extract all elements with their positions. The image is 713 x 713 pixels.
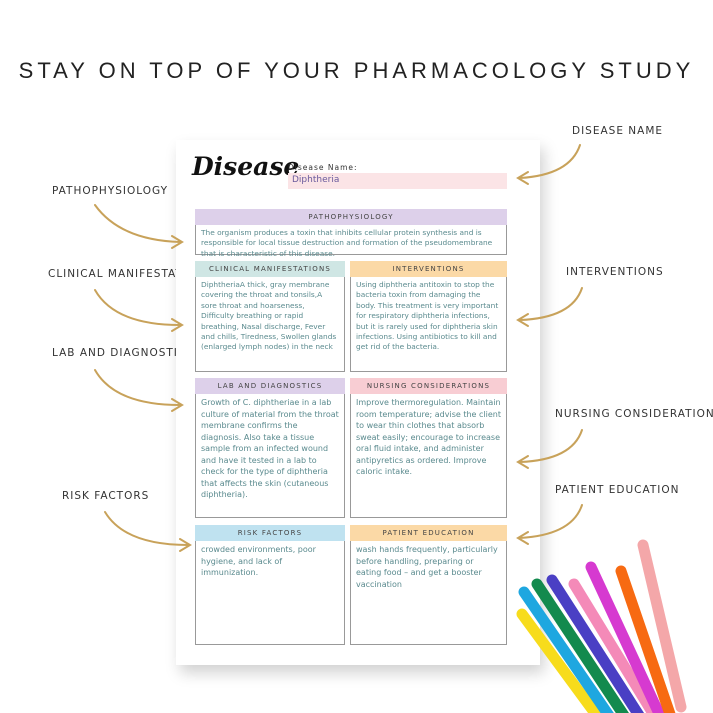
clinical-header: CLINICAL MANIFESTATIONS	[195, 261, 345, 277]
pathophysiology-header: PATHOPHYSIOLOGY	[195, 209, 507, 225]
marker-pen-icon	[531, 578, 629, 713]
education-header: PATIENT EDUCATION	[350, 525, 507, 541]
arrow-education-icon	[516, 504, 583, 545]
label-interventions: INTERVENTIONS	[566, 266, 664, 278]
nursing-body: Improve thermoregulation. Maintain room …	[350, 394, 507, 518]
interventions-body: Using diphtheria antitoxin to stop the b…	[350, 277, 507, 372]
risk-body: crowded environments, poor hygiene, and …	[195, 541, 345, 645]
label-risk-factors: RISK FACTORS	[62, 490, 150, 502]
label-disease-name: DISEASE NAME	[572, 125, 664, 137]
arrow-nursing-icon	[516, 429, 583, 469]
risk-header: RISK FACTORS	[195, 525, 345, 541]
marker-pen-icon	[518, 586, 614, 713]
lab-header: LAB AND DIAGNOSTICS	[195, 378, 345, 394]
headline: STAY ON TOP OF YOUR PHARMACOLOGY STUDY	[18, 58, 695, 83]
marker-pen-icon	[637, 539, 687, 713]
label-pathophysiology: PATHOPHYSIOLOGY	[52, 185, 169, 197]
arrow-risk-icon	[104, 511, 192, 552]
arrow-interventions-icon	[516, 287, 583, 327]
marker-pen-icon	[585, 561, 665, 713]
disease-name-label: Disease Name:	[288, 163, 358, 172]
clinical-body: DiphtheriaA thick, gray membrane coverin…	[195, 277, 345, 372]
interventions-header: INTERVENTIONS	[350, 261, 507, 277]
education-body: wash hands frequently, particularly befo…	[350, 541, 507, 645]
label-clinical-manifestations: CLINICAL MANIFESTATIONS	[48, 268, 213, 280]
lab-body: Growth of C. diphtheriae in a lab cultur…	[195, 394, 345, 518]
marker-pen-icon	[546, 574, 645, 713]
arrow-lab-icon	[94, 369, 184, 412]
disease-name-field: Diphtheria	[288, 173, 507, 189]
label-lab-diagnostics: LAB AND DIAGNOSTICS	[52, 347, 194, 359]
pathophysiology-body: The organism produces a toxin that inhib…	[195, 225, 507, 258]
arrow-disease-name-icon	[516, 144, 581, 185]
marker-pen-icon	[516, 608, 602, 713]
arrow-clinical-icon	[94, 289, 184, 332]
nursing-header: NURSING CONSIDERATIONS	[350, 378, 507, 394]
label-nursing-considerations: NURSING CONSIDERATIONS	[555, 408, 713, 420]
marker-pen-icon	[615, 565, 676, 713]
worksheet-heading: Disease	[192, 152, 300, 181]
arrow-pathophysiology-icon	[94, 204, 184, 249]
marker-pen-icon	[568, 578, 660, 713]
label-patient-education: PATIENT EDUCATION	[555, 484, 680, 496]
worksheet	[176, 140, 540, 665]
